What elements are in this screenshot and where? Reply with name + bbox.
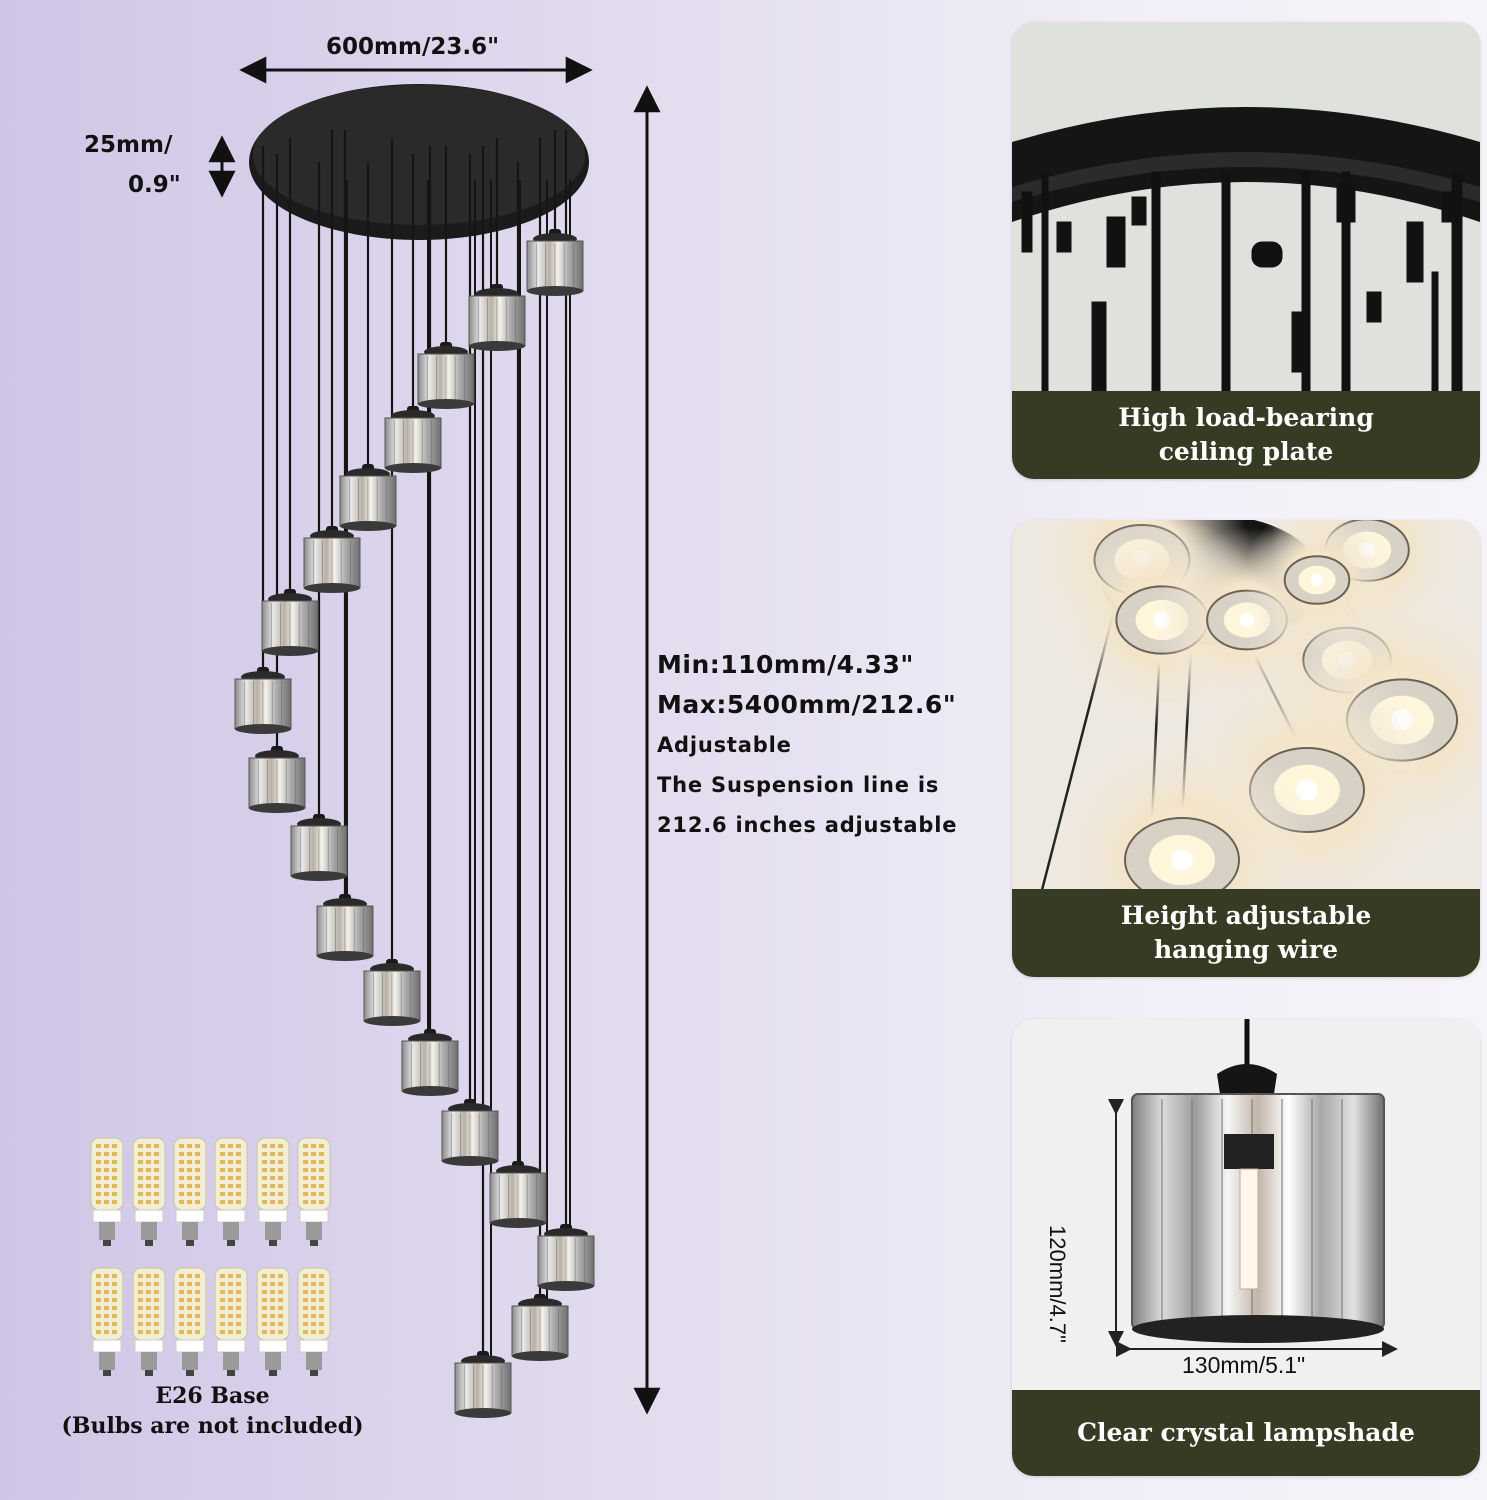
led-bulb [132,1137,166,1246]
led-bulb [214,1267,248,1376]
led-bulb [297,1267,331,1376]
adjustable-label: Adjustable [657,733,792,757]
pendant-shade [441,1099,499,1166]
pendant-shade [384,406,442,473]
suspension-line1: The Suspension line is [657,773,940,797]
bulb-note: (Bulbs are not included) [61,1413,364,1439]
led-bulb [256,1137,290,1246]
pendant-shade [468,284,526,351]
pendant-shade [537,1224,595,1291]
hanging-wires [261,130,571,1360]
led-bulb [173,1267,207,1376]
lampshade-width-label: 130mm/5.1" [1182,1352,1306,1378]
pendant-shade [526,229,584,296]
glowing-shade [1242,520,1392,655]
led-bulb [132,1267,166,1376]
pendant-shade [339,464,397,531]
pendant-shade [248,746,306,813]
led-bulb [214,1137,248,1246]
length-specs: Min:110mm/4.33" Max:5400mm/212.6" Adjust… [657,645,957,845]
pendant-shade [401,1029,459,1096]
pendant-shade [316,894,374,961]
led-bulb [297,1137,331,1246]
pendant-shade [303,526,361,593]
pendant-shade [454,1351,512,1418]
chandelier-diagram [90,56,661,1418]
thickness-label-line1: 25mm/ [84,132,173,158]
pendant-shade [363,959,421,1026]
pendant-lights [234,229,595,1418]
bulb-base-label: E26 Base [155,1383,270,1409]
lampshade-height-label: 120mm/4.7" [1045,1225,1070,1343]
suspension-line2: 212.6 inches adjustable [657,813,958,837]
led-bulb [90,1267,124,1376]
pendant-shade [511,1294,569,1361]
bulb-grid [90,1137,331,1376]
panel-lampshade: 120mm/4.7" 130mm/5.1" Clear crystal lamp… [1012,1019,1480,1476]
max-length: Max:5400mm/212.6" [657,690,957,719]
led-bulb [90,1137,124,1246]
thickness-label-line2: 0.9" [128,172,181,198]
led-bulb [256,1267,290,1376]
pendant-shade [290,814,348,881]
pendant-shade [417,342,475,409]
pendant-shade [489,1161,547,1228]
pendant-shade [261,589,319,656]
led-bulb [173,1137,207,1246]
pendant-shade [234,667,292,734]
caption-lampshade: Clear crystal lampshade [1012,1390,1480,1476]
width-label: 600mm/23.6" [326,34,500,60]
min-length: Min:110mm/4.33" [657,650,914,679]
